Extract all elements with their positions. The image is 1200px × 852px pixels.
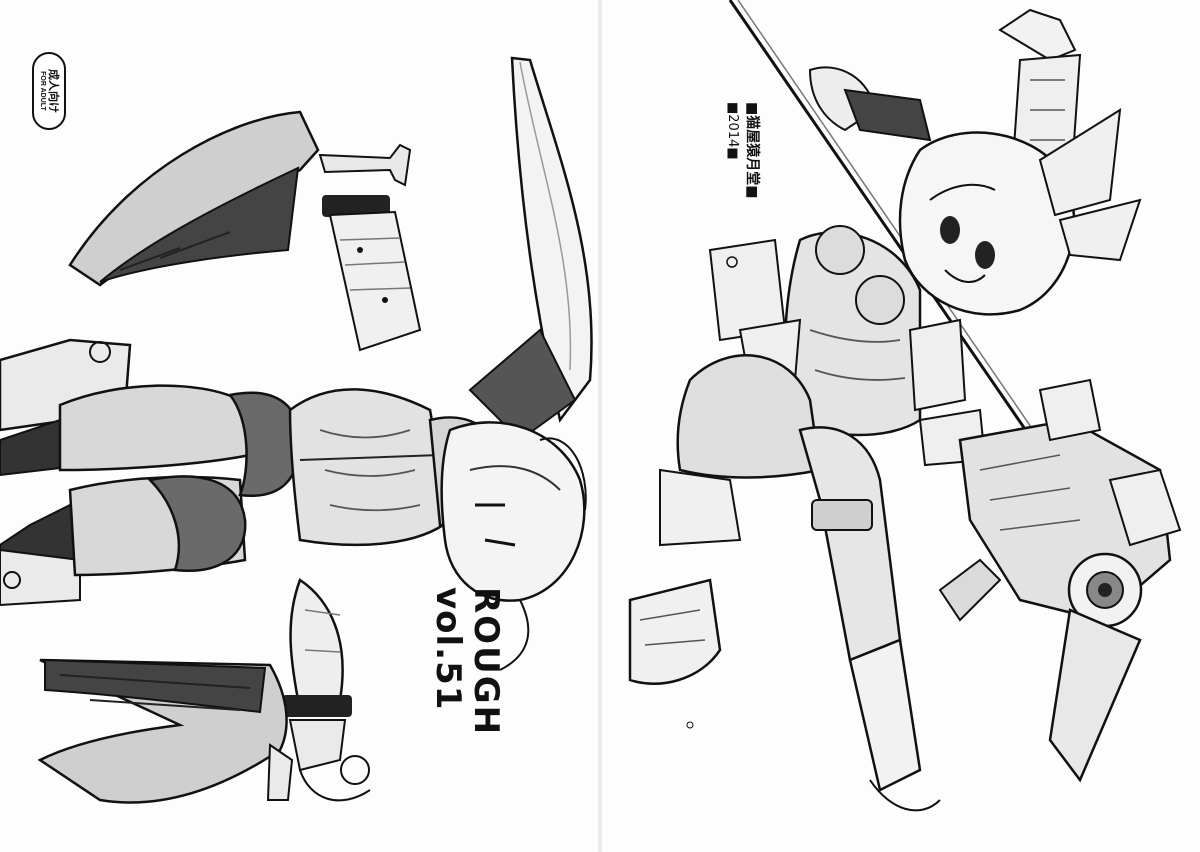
circle-credit: ■猫屋猿月堂■ ■2014■ (712, 102, 772, 212)
circle-name: ■猫屋猿月堂■ (744, 102, 760, 199)
circle-year: ■2014■ (725, 102, 740, 160)
adult-badge-en: FOR ADULT (39, 71, 47, 111)
title-block: ROUGH vol.51 (392, 587, 542, 736)
page-gutter (598, 0, 602, 852)
left-illustration (0, 56, 593, 804)
right-illustration (628, 0, 1182, 812)
adult-badge-text: 成人向け FOR ADULT (34, 54, 64, 128)
adult-badge: 成人向け FOR ADULT (32, 52, 66, 130)
left-page: 成人向け FOR ADULT ROUGH vol.51 (0, 52, 593, 804)
adult-badge-jp: 成人向け (47, 69, 61, 113)
book-volume: vol.51 (428, 587, 468, 711)
book-title: ROUGH (466, 587, 506, 737)
right-page: ■猫屋猿月堂■ ■2014■ (600, 0, 1200, 852)
